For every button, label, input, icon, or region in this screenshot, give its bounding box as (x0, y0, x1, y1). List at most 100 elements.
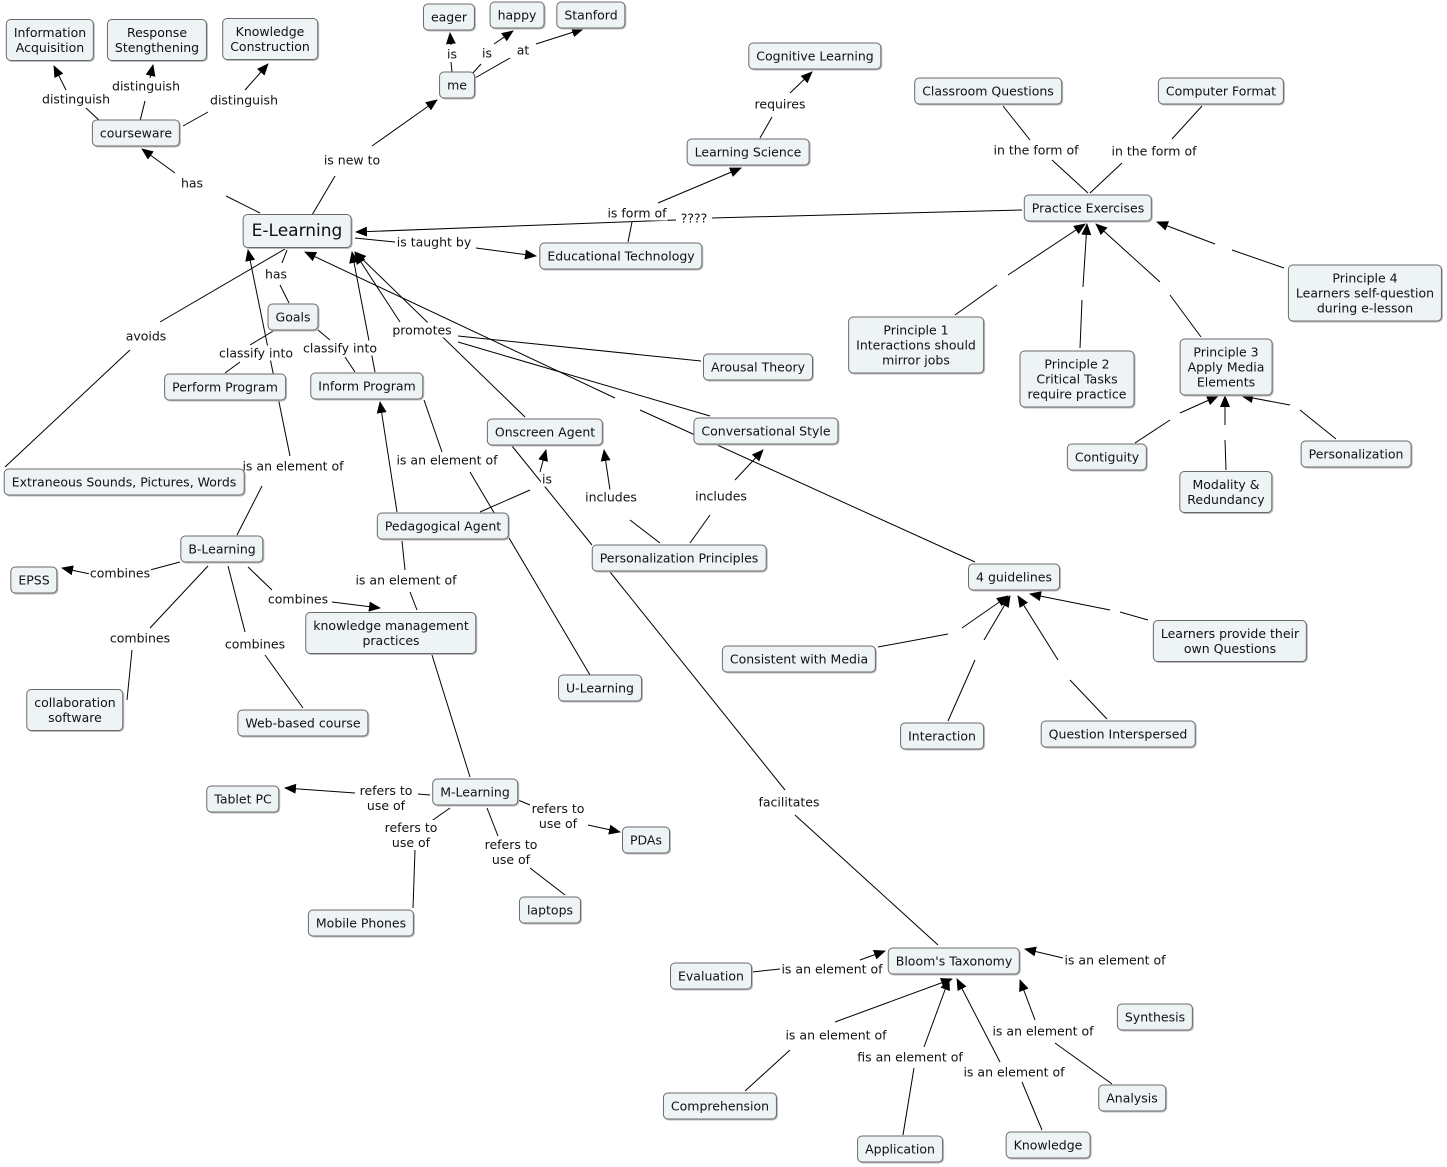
concept-principle-3[interactable]: Principle 3 Apply Media Elements (1179, 338, 1273, 396)
concept-stanford[interactable]: Stanford (556, 1, 626, 29)
concept-knowledge-management[interactable]: knowledge management practices (305, 612, 477, 654)
arrow-connector (859, 950, 886, 961)
concept-consistent-with-media[interactable]: Consistent with Media (721, 645, 877, 673)
concept-e-learning[interactable]: E-Learning (242, 214, 352, 248)
concept-personalization[interactable]: Personalization (1300, 440, 1412, 468)
arrow-connector (789, 71, 813, 94)
concept-b-learning[interactable]: B-Learning (180, 535, 264, 563)
line-connector (249, 329, 276, 346)
linking-phrase: refers to use of (358, 783, 414, 813)
line-connector (354, 237, 396, 243)
concept-arousal-theory[interactable]: Arousal Theory (702, 353, 814, 381)
concept-question-interspersed[interactable]: Question Interspersed (1040, 720, 1196, 748)
concept-blooms-taxonomy[interactable]: Bloom's Taxonomy (887, 947, 1021, 975)
line-connector (225, 195, 261, 214)
concept-happy[interactable]: happy (489, 1, 545, 29)
concept-modality-redundancy[interactable]: Modality & Redundancy (1179, 471, 1273, 513)
linking-phrase: in the form of (1110, 143, 1198, 159)
concept-interaction[interactable]: Interaction (900, 722, 984, 750)
concept-perform-program[interactable]: Perform Program (164, 373, 286, 401)
arrow-connector (1024, 946, 1064, 959)
concept-eager[interactable]: eager (422, 3, 476, 31)
concept-computer-format[interactable]: Computer Format (1157, 77, 1285, 105)
concept-courseware[interactable]: courseware (91, 119, 181, 147)
concept-learning-science[interactable]: Learning Science (686, 138, 810, 166)
linking-phrase: refers to use of (530, 801, 586, 831)
arrow-connector (53, 65, 67, 91)
arrow-connector (493, 30, 514, 45)
concept-classroom-questions[interactable]: Classroom Questions (914, 77, 1062, 105)
concept-pedagogical-agent[interactable]: Pedagogical Agent (376, 512, 510, 540)
line-connector (1299, 409, 1337, 440)
concept-cognitive-learning[interactable]: Cognitive Learning (748, 42, 882, 70)
linking-phrase: is (541, 471, 553, 487)
concept-principle-1[interactable]: Principle 1 Interactions should mirror j… (848, 316, 984, 374)
concept-knowledge[interactable]: Knowledge (1005, 1131, 1091, 1159)
line-connector (317, 329, 331, 341)
concept-synthesis[interactable]: Synthesis (1116, 1003, 1194, 1031)
concept-practice-exercises[interactable]: Practice Exercises (1023, 194, 1153, 222)
linking-phrase: combines (88, 565, 152, 581)
line-connector (711, 209, 1023, 219)
arrow-connector (331, 601, 381, 612)
concept-4-guidelines[interactable]: 4 guidelines (968, 563, 1060, 591)
concept-inform-program[interactable]: Inform Program (310, 372, 424, 400)
concept-principle-2[interactable]: Principle 2 Critical Tasks require pract… (1019, 350, 1135, 408)
line-connector (794, 814, 939, 946)
line-connector (281, 249, 288, 264)
arrow-connector (956, 978, 1001, 1063)
linking-phrase: has (179, 175, 205, 191)
concept-response-strengthening[interactable]: Response Stengthening (106, 19, 208, 61)
line-connector (954, 284, 998, 316)
concept-evaluation[interactable]: Evaluation (670, 962, 752, 990)
linking-phrase: includes (584, 489, 638, 505)
concept-u-learning[interactable]: U-Learning (558, 674, 642, 702)
concept-principle-4[interactable]: Principle 4 Learners self-question durin… (1287, 264, 1443, 322)
concept-information-acquisition[interactable]: Information Acquisition (5, 19, 95, 61)
concept-m-learning[interactable]: M-Learning (432, 778, 518, 806)
concept-onscreen-agent[interactable]: Onscreen Agent (486, 418, 604, 446)
concept-conversational-style[interactable]: Conversational Style (693, 417, 839, 445)
concept-web-based-course[interactable]: Web-based course (237, 709, 369, 737)
linking-phrase: is form of (606, 205, 668, 221)
concept-pdas[interactable]: PDAs (621, 826, 671, 854)
concept-personalization-principles[interactable]: Personalization Principles (591, 544, 767, 572)
concept-analysis[interactable]: Analysis (1098, 1084, 1166, 1112)
line-connector (247, 566, 273, 591)
concept-mobile-phones[interactable]: Mobile Phones (307, 909, 415, 937)
line-connector (1119, 611, 1149, 621)
concept-knowledge-construction[interactable]: Knowledge Construction (222, 18, 318, 60)
line-connector (759, 116, 773, 139)
line-connector (236, 485, 263, 536)
concept-learners-provide-questions[interactable]: Learners provide their own Questions (1152, 620, 1308, 662)
concept-laptops[interactable]: laptops (518, 896, 582, 924)
line-connector (689, 514, 711, 544)
linking-phrase: has (263, 266, 289, 282)
line-connector (224, 361, 241, 374)
concept-extraneous[interactable]: Extraneous Sounds, Pictures, Words (3, 468, 245, 496)
line-connector (877, 633, 949, 648)
concept-application[interactable]: Application (857, 1135, 943, 1163)
arrow-connector (657, 167, 742, 204)
arrow-connector (538, 449, 548, 473)
concept-goals[interactable]: Goals (267, 303, 319, 331)
concept-educational-technology[interactable]: Educational Technology (539, 242, 703, 270)
concept-tablet-pc[interactable]: Tablet PC (206, 785, 280, 813)
concept-epss[interactable]: EPSS (10, 566, 58, 594)
line-connector (517, 799, 531, 806)
line-connector (344, 356, 356, 373)
line-connector (423, 399, 443, 453)
line-connector (149, 565, 209, 629)
concept-comprehension[interactable]: Comprehension (662, 1092, 778, 1120)
linking-phrase: is an element of (962, 1064, 1066, 1080)
arrow-connector (1241, 393, 1291, 406)
concept-contiguity[interactable]: Contiguity (1066, 443, 1148, 471)
linking-phrase: distinguish (111, 78, 181, 94)
arrow-connector (371, 99, 438, 147)
linking-phrase: is an element of (991, 1023, 1095, 1039)
linking-phrase: at (515, 42, 531, 58)
concept-collaboration-software[interactable]: collaboration software (26, 689, 124, 731)
concept-me[interactable]: me (439, 71, 475, 99)
arrow-connector (445, 32, 456, 46)
